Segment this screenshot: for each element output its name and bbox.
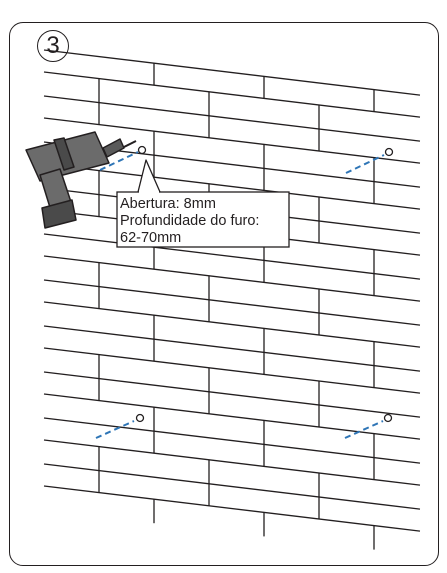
callout-line-depth-label: Profundidade do furo: xyxy=(120,213,259,229)
step-number-badge: 3 xyxy=(37,30,69,62)
hole-marker-icon xyxy=(383,413,393,423)
hole-marker-bottom-right xyxy=(344,413,393,439)
drill-spec-callout: Abertura: 8mm Profundidade do furo: 62-7… xyxy=(116,159,290,248)
callout-line-depth-value: 62-70mm xyxy=(120,230,181,246)
brick-wall xyxy=(43,49,421,550)
hole-marker-icon xyxy=(137,145,147,155)
illustration-frame xyxy=(9,22,439,566)
callout-line-aperture: Abertura: 8mm xyxy=(120,196,216,212)
hole-marker-top-left xyxy=(99,145,147,171)
drill-icon xyxy=(25,131,137,229)
hole-marker-top-right xyxy=(345,147,394,174)
hole-marker-icon xyxy=(135,413,145,423)
hole-marker-icon xyxy=(384,147,394,157)
hole-marker-bottom-left xyxy=(95,413,145,439)
